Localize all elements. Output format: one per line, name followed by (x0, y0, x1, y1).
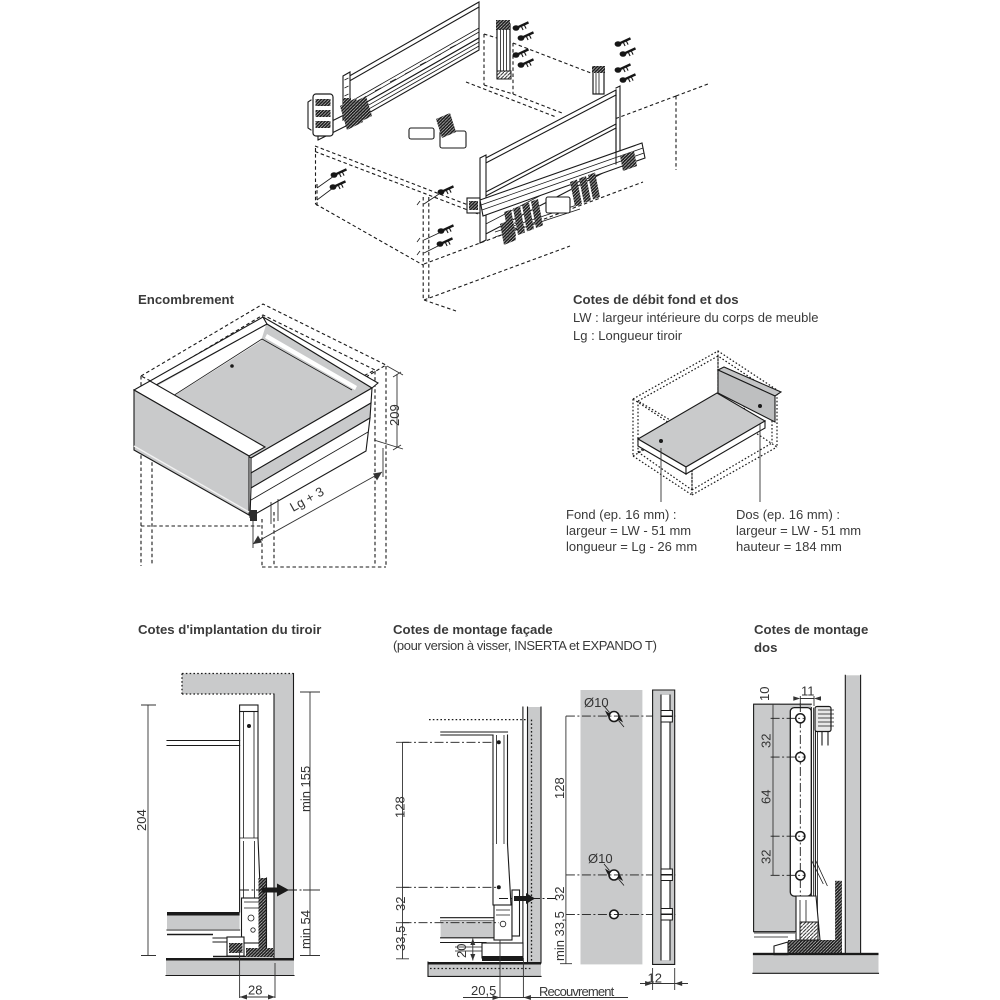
svg-text:204: 204 (134, 809, 149, 831)
svg-text:Cotes de débit fond et dos: Cotes de débit fond et dos (573, 292, 739, 307)
svg-text:Ø10: Ø10 (588, 851, 613, 866)
svg-text:LW : largeur intérieure du cor: LW : largeur intérieure du corps de meub… (573, 310, 818, 325)
svg-text:(pour version à visser, INSERT: (pour version à visser, INSERTA et EXPAN… (393, 638, 657, 653)
svg-text:20: 20 (454, 944, 469, 958)
svg-text:128: 128 (552, 777, 567, 799)
svg-text:longueur = Lg - 26 mm: longueur = Lg - 26 mm (566, 539, 697, 554)
svg-text:Recouvrement: Recouvrement (539, 984, 615, 999)
svg-text:10: 10 (757, 687, 772, 701)
svg-text:209: 209 (387, 404, 402, 426)
svg-text:min 33,5: min 33,5 (552, 911, 567, 961)
svg-text:28: 28 (248, 983, 262, 998)
svg-text:Cotes de montage: Cotes de montage (754, 622, 868, 637)
svg-text:min 155: min 155 (298, 766, 313, 812)
svg-text:12: 12 (648, 971, 662, 986)
svg-text:dos: dos (754, 640, 777, 655)
svg-text:largeur = LW - 51 mm: largeur = LW - 51 mm (736, 523, 861, 538)
svg-text:11: 11 (801, 684, 815, 699)
svg-text:Encombrement: Encombrement (138, 292, 235, 307)
svg-text:32: 32 (552, 887, 567, 901)
svg-text:largeur = LW - 51 mm: largeur = LW - 51 mm (566, 523, 691, 538)
svg-text:128: 128 (393, 796, 408, 818)
svg-text:min 54: min 54 (298, 910, 313, 949)
svg-text:Cotes d'implantation du tiroir: Cotes d'implantation du tiroir (138, 622, 321, 637)
svg-text:Dos (ep. 16 mm) :: Dos (ep. 16 mm) : (736, 507, 840, 522)
svg-text:Ø10: Ø10 (584, 695, 609, 710)
svg-text:64: 64 (759, 790, 774, 804)
svg-text:32: 32 (393, 897, 408, 911)
svg-text:20,5: 20,5 (471, 983, 496, 998)
svg-text:Fond (ep. 16 mm) :: Fond (ep. 16 mm) : (566, 507, 677, 522)
svg-text:Lg : Longueur tiroir: Lg : Longueur tiroir (573, 328, 683, 343)
svg-text:32: 32 (759, 734, 774, 748)
svg-text:hauteur = 184 mm: hauteur = 184 mm (736, 539, 842, 554)
svg-text:32: 32 (759, 850, 774, 864)
svg-text:Cotes de montage façade: Cotes de montage façade (393, 622, 553, 637)
svg-text:33,5: 33,5 (393, 926, 408, 951)
